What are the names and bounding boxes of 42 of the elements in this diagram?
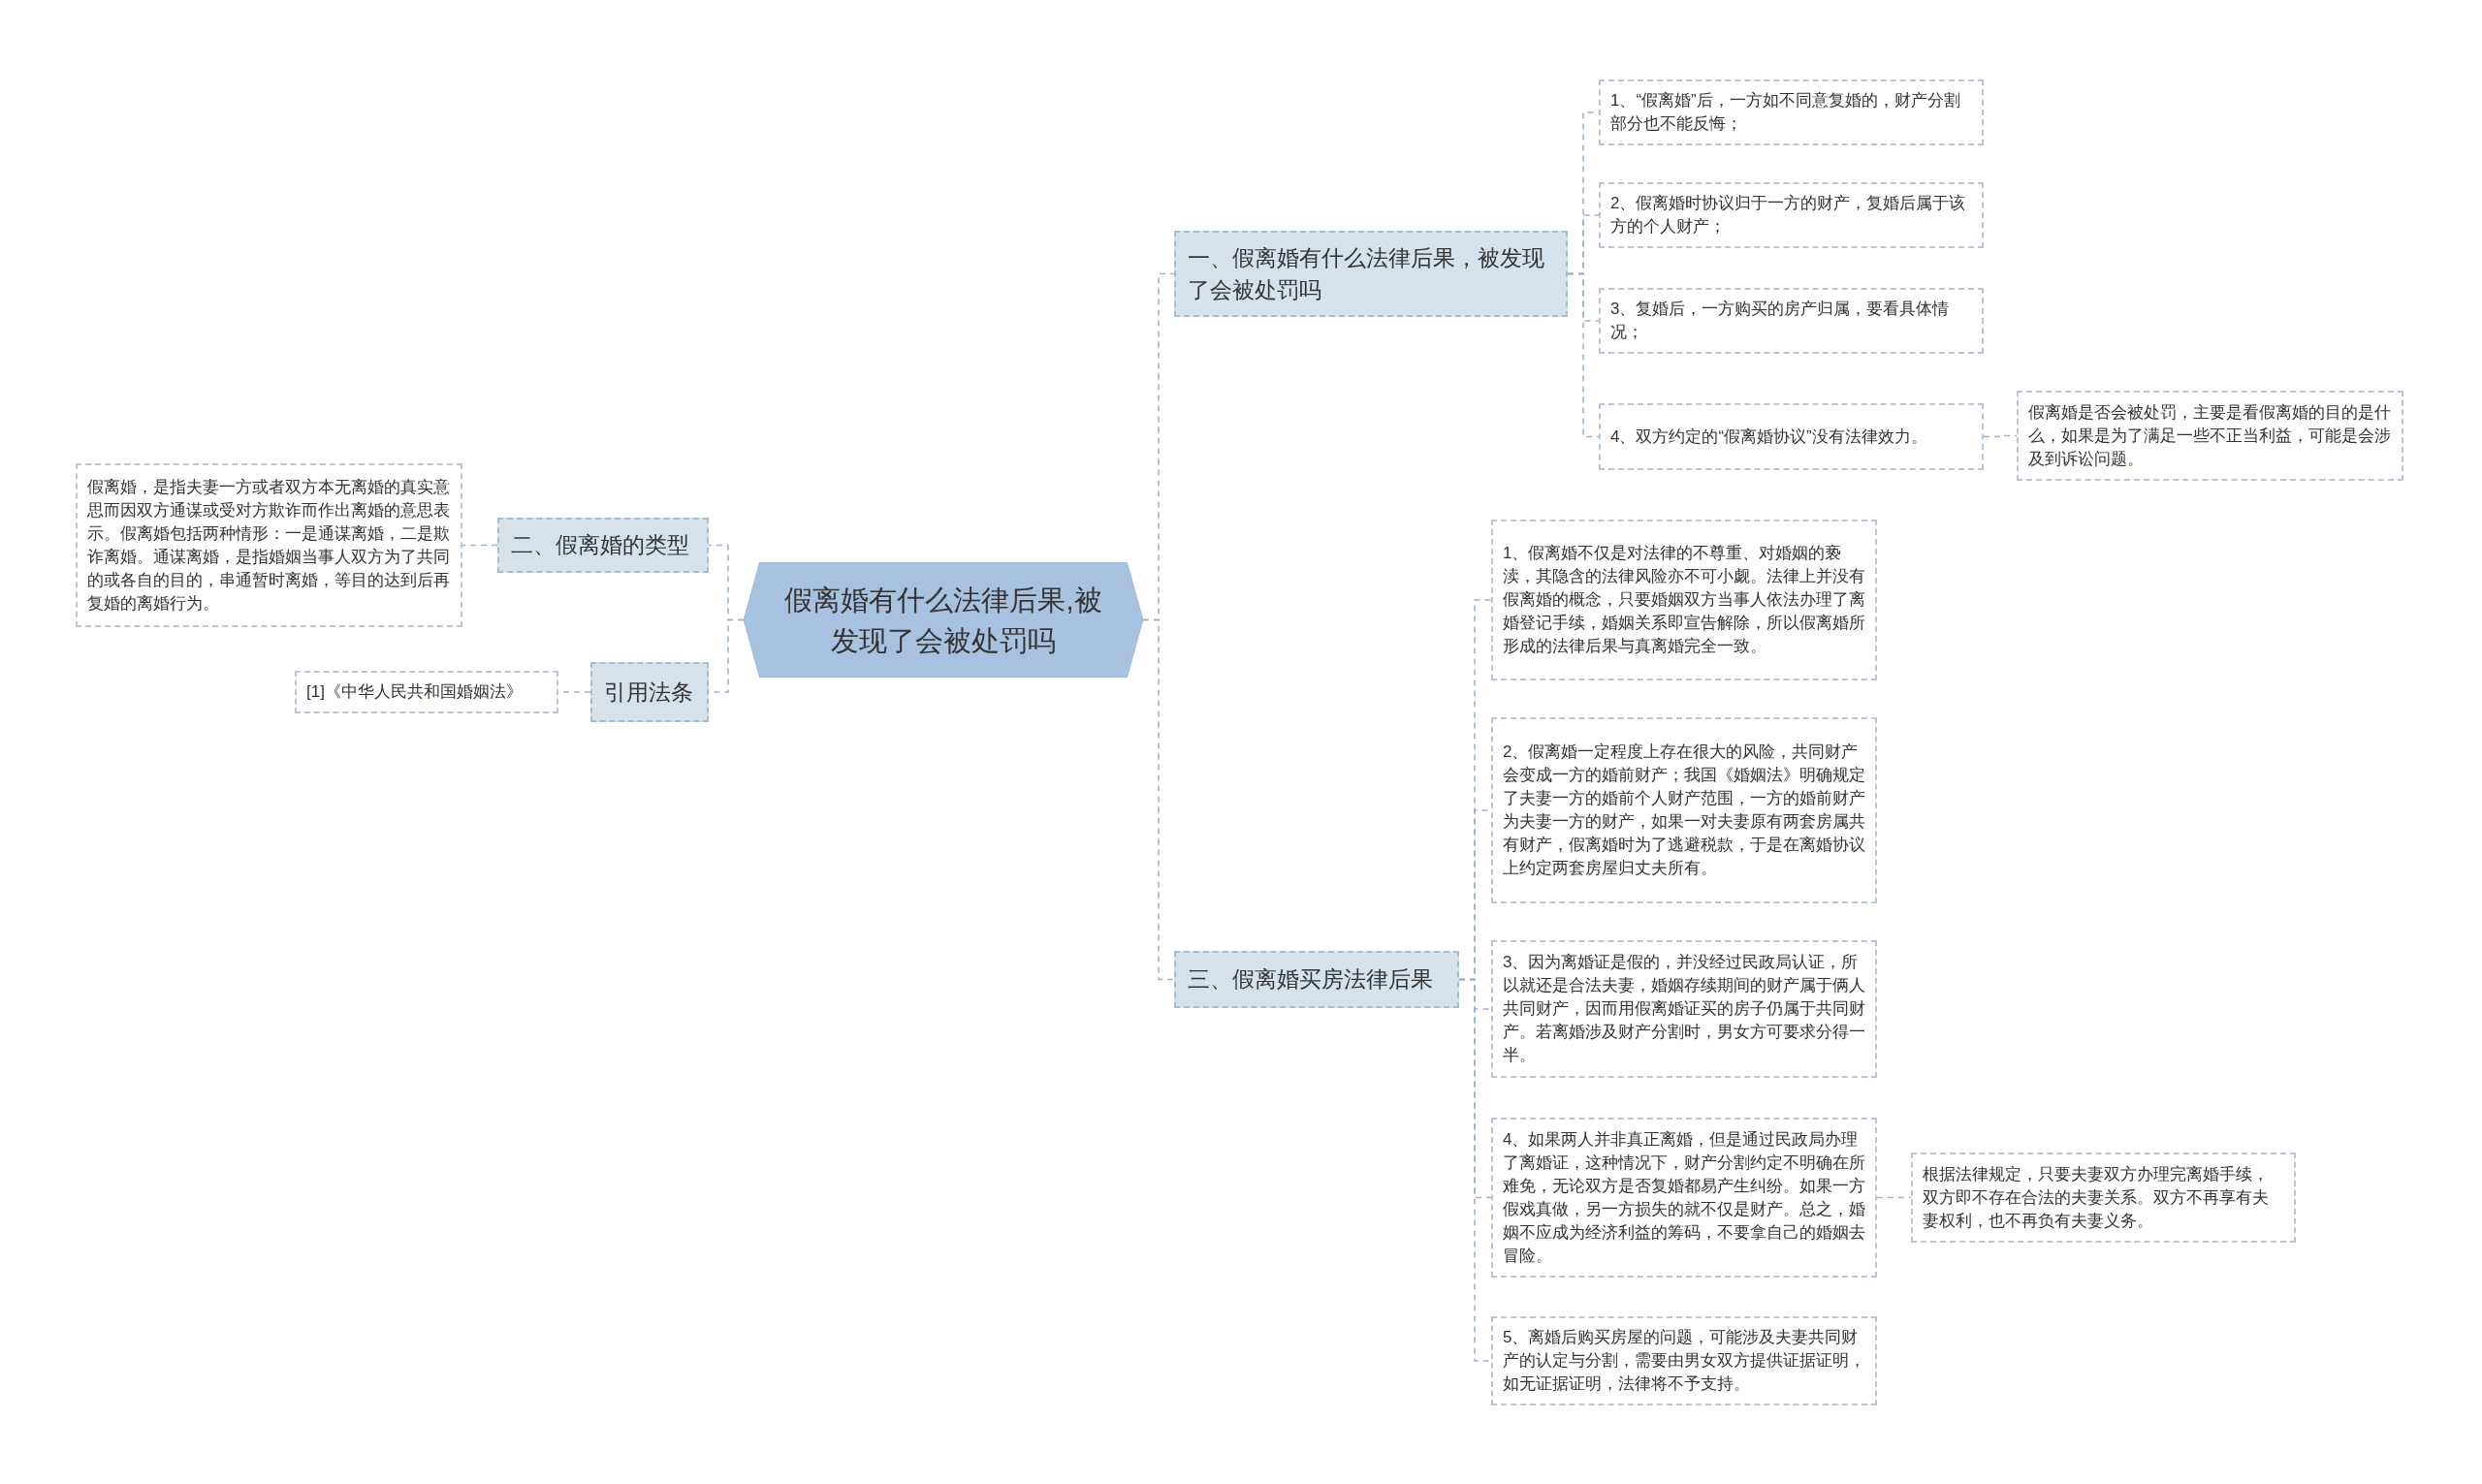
- note-box: [1599, 288, 1984, 354]
- note-box: [76, 463, 462, 627]
- note-text: [1]《中华人民共和国婚姻法》: [306, 681, 524, 703]
- note-box: [1599, 403, 1984, 470]
- note-text: 假离婚是否会被处罚，主要是看假离婚的目的是什么，如果是为了满足一些不正当利益，可能是会涉及到诉讼问题。: [2028, 401, 2392, 470]
- branch-box: [1174, 951, 1459, 1008]
- note-box: [2017, 391, 2403, 481]
- note-text: 5、离婚后购买房屋的问题，可能涉及夫妻共同财产的认定与分割，需要由男女双方提供证据证明，如无证据证明，法律将不予支持。: [1503, 1327, 1865, 1395]
- note-box: [1599, 182, 1984, 248]
- note-text: 4、双方约定的“假离婚协议”没有法律效力。: [1610, 426, 1928, 448]
- connector-line: [1876, 1196, 1912, 1199]
- note-text: 3、因为离婚证是假的，并没经过民政局认证，所以就还是合法夫妻，婚姻存续期间的财产属于俩人共同财产，因而用假离婚证买的房子仍属于共同财产。若离婚涉及财产分割时，男女方可要求分得一半。: [1503, 952, 1865, 1066]
- note-text: 3、复婚后，一方购买的房产归属，要看具体情况；: [1610, 299, 1951, 343]
- note-text: 2、假离婚时协议归于一方的财产，复婚后属于该方的个人财产；: [1610, 193, 1967, 237]
- note-box: [1491, 1316, 1877, 1405]
- connector-line: [1142, 618, 1175, 981]
- note-box: [1491, 940, 1877, 1078]
- note-text: 1、假离婚不仅是对法律的不尊重、对婚姻的亵渎，其隐含的法律风险亦不可小觑。法律上并没有假离婚的概念，只要婚姻双方当事人依法办理了离婚登记手续，婚姻关系即宣告解除，所以假离婚所形成的法律后果与真离婚完全一致。: [1503, 543, 1865, 657]
- branch-box: [497, 518, 709, 573]
- branch-box: [590, 662, 709, 722]
- branch-text: 三、假离婚买房法律后果: [1188, 965, 1434, 994]
- note-box: [1599, 79, 1984, 145]
- note-text: 1、“假离婚”后，一方如不同意复婚的，财产分割部分也不能反悔；: [1610, 90, 1961, 135]
- note-text: 2、假离婚一定程度上存在很大的风险，共同财产会变成一方的婚前财产；我国《婚姻法》明确规定了夫妻一方的婚前个人财产范围，一方的婚前财产为夫妻一方的财产，如果一对夫妻原有两套房属共有财产，假离婚时为了逃避税款，于是在离婚协议上约定两套房屋归丈夫所有。: [1503, 742, 1865, 879]
- branch-text: 一、假离婚有什么法律后果，被发现了会被处罚吗: [1188, 243, 1545, 304]
- note-box: [1911, 1152, 2296, 1243]
- note-box: [1491, 1118, 1877, 1278]
- note-box: [1491, 520, 1877, 680]
- topic-text: 假离婚有什么法律后果,被发现了会被处罚吗: [783, 583, 1103, 658]
- branch-text: 引用法条: [604, 678, 694, 707]
- note-text: 4、如果两人并非真正离婚，但是通过民政局办理了离婚证，这种情况下，财产分割约定不明确在所难免，无论双方是否复婚都易产生纠纷。如果一方假戏真做，另一方损失的就不仅是财产。总之，婚姻不应成为经济利益的筹码，不要拿自己的婚姻去冒险。: [1503, 1128, 1865, 1267]
- note-box: [295, 671, 558, 713]
- topic-hexagon: [744, 562, 1143, 678]
- connector-line: [1458, 978, 1492, 1362]
- connector-line: [1983, 434, 2018, 438]
- connector-line: [1567, 272, 1600, 438]
- note-box: [1491, 717, 1877, 903]
- connector-line: [461, 544, 498, 547]
- note-text: 根据法律规定，只要夫妻双方办理完离婚手续，双方即不存在合法的夫妻关系。双方不再享有夫妻权利，也不再负有夫妻义务。: [1923, 1163, 2270, 1232]
- note-text: 假离婚，是指夫妻一方或者双方本无离婚的真实意思而因双方通谋或受对方欺诈而作出离婚的意思表示。假离婚包括两种情形：一是通谋离婚，二是欺诈离婚。通谋离婚，是指婚姻当事人双方为了共同的或各自的目的，串通暂时离婚，等目的达到后再复婚的离婚行为。: [87, 476, 451, 615]
- branch-text: 二、假离婚的类型: [511, 531, 690, 559]
- branch-box: [1174, 231, 1568, 317]
